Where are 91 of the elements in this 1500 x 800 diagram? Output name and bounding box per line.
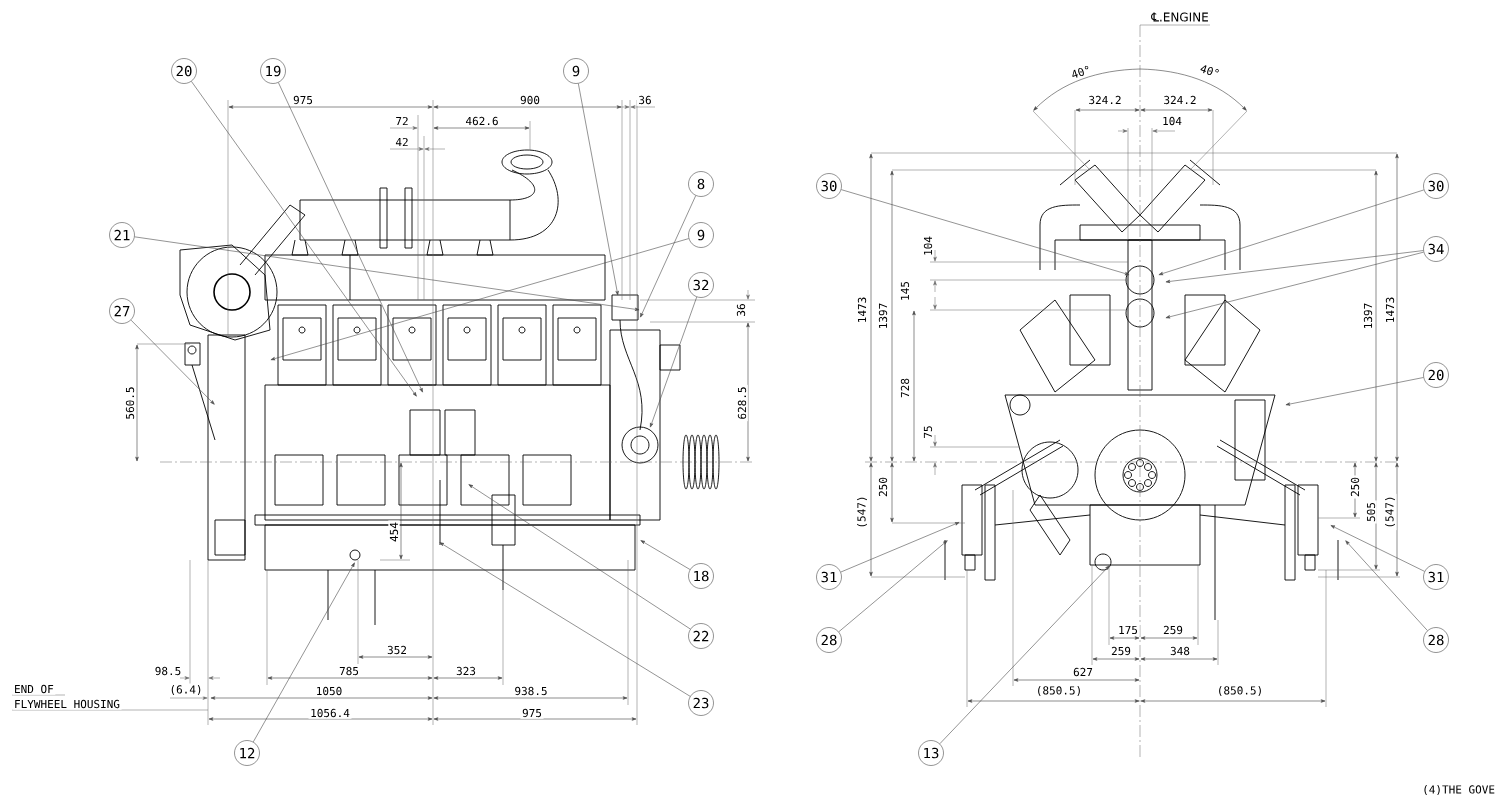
dimension-label: 1050 [314, 685, 344, 697]
dimension-label: (547) [855, 493, 869, 531]
callout-number: 12 [234, 740, 260, 766]
dimension-label: 42 [393, 136, 411, 148]
leader-line [191, 81, 417, 397]
callout-number: 20 [1423, 362, 1449, 388]
dimension-label: 40° [1197, 61, 1223, 81]
note-text: (4)THE GOVE [1420, 783, 1497, 797]
dimension-label: 323 [454, 665, 478, 677]
leader-line [640, 195, 696, 318]
dimension-label: 72 [393, 115, 411, 127]
dimension-label: 975 [291, 94, 315, 106]
leader-line [640, 540, 691, 570]
callout-number: 18 [688, 563, 714, 589]
dimension-label: 785 [337, 665, 361, 677]
dimension-label: 627 [1071, 666, 1095, 678]
dimension-label: 462.6 [463, 115, 501, 127]
callout-number: 27 [109, 298, 135, 324]
dimension-label: 454 [388, 520, 400, 544]
leader-line [439, 542, 691, 697]
leader-line [134, 236, 640, 311]
callout-number: 8 [688, 171, 714, 197]
callout-number: 22 [688, 623, 714, 649]
leader-line [1285, 377, 1424, 406]
leader-line [939, 565, 1110, 745]
dimension-label: (850.5) [1215, 684, 1265, 698]
callout-number: 19 [260, 58, 286, 84]
dimension-label: 1397 [1362, 301, 1374, 331]
leader-line [1158, 189, 1425, 276]
leader-line [838, 540, 948, 633]
dimension-label: 628.5 [736, 384, 748, 422]
dimension-label: 75 [922, 423, 934, 441]
dimension-label: 900 [518, 94, 542, 106]
dimension-label: 1397 [877, 301, 889, 331]
dimension-label: 975 [520, 707, 544, 719]
leader-line [1165, 250, 1424, 284]
callout-number: 13 [918, 740, 944, 766]
leader-line [278, 82, 423, 393]
dimension-label: 259 [1109, 645, 1133, 657]
dimension-label: 938.5 [512, 685, 550, 697]
leader-line [1345, 540, 1428, 631]
dimension-label: 348 [1168, 645, 1192, 657]
dimension-label: 259 [1161, 624, 1185, 636]
callout-number: 23 [688, 690, 714, 716]
leader-line [840, 522, 960, 573]
dimension-label: 98.5 [153, 665, 183, 677]
leader-line [130, 319, 215, 405]
callout-number: 34 [1423, 236, 1449, 262]
callout-number: 32 [688, 272, 714, 298]
dimension-label: 1473 [856, 295, 868, 325]
dimension-label: 36 [636, 94, 654, 106]
callout-number: 28 [816, 627, 842, 653]
dimension-label: (547) [1383, 493, 1397, 531]
dimension-label: 36 [735, 301, 747, 319]
dimension-label: 352 [385, 644, 409, 656]
dimension-label: 145 [899, 279, 911, 303]
dimension-label: 250 [877, 475, 889, 499]
note-text: END OF [12, 683, 56, 695]
dimension-label: 104 [922, 234, 934, 258]
callout-number: 30 [1423, 173, 1449, 199]
callout-number: 31 [1423, 564, 1449, 590]
dimension-label: 1056.4 [308, 707, 352, 719]
callout-number: 30 [816, 173, 842, 199]
leader-line [650, 296, 697, 428]
dimension-label: 324.2 [1161, 94, 1199, 106]
dimension-label: 1473 [1384, 295, 1396, 325]
leader-line [578, 83, 619, 296]
callout-number: 9 [563, 58, 589, 84]
dimension-label: 104 [1160, 115, 1184, 127]
centerline-label: ℄.ENGINE [1149, 10, 1211, 24]
dimension-label: 324.2 [1086, 94, 1124, 106]
dimension-label: 175 [1116, 624, 1140, 636]
dimension-label: 560.5 [124, 384, 136, 422]
dimension-label: 40° [1068, 62, 1094, 82]
leader-line [468, 484, 691, 630]
callout-number: 9 [688, 222, 714, 248]
dimension-label: 505 [1365, 500, 1377, 524]
callout-number: 20 [171, 58, 197, 84]
leader-line [253, 562, 355, 743]
leader-line [841, 189, 1130, 276]
leader-line [1165, 251, 1424, 319]
callout-number: 21 [109, 222, 135, 248]
dimension-label: (6.4) [167, 683, 205, 697]
callout-number: 28 [1423, 627, 1449, 653]
dimension-label: 250 [1349, 475, 1361, 499]
leader-line [1330, 525, 1425, 572]
dimension-label: (850.5) [1034, 684, 1084, 698]
callout-number: 31 [816, 564, 842, 590]
leader-line [270, 238, 689, 361]
note-text: FLYWHEEL HOUSING [12, 698, 122, 710]
dimension-label: 728 [899, 376, 911, 400]
